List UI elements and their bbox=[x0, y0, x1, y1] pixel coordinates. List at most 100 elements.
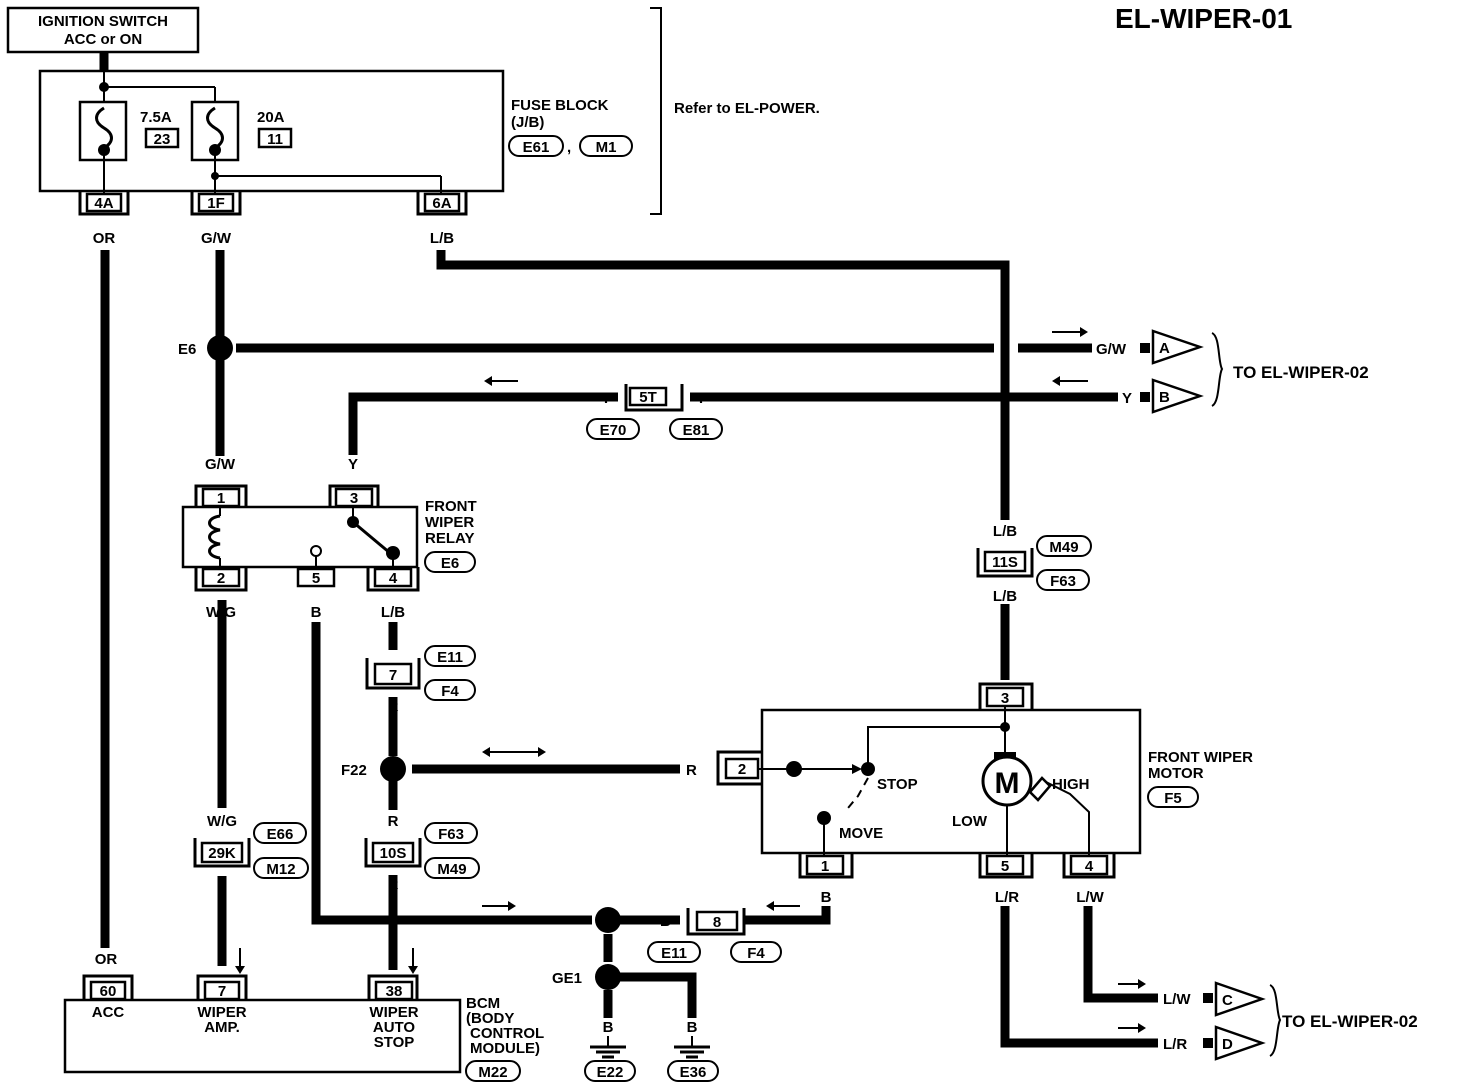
wire-b-e36: B bbox=[687, 1019, 698, 1036]
to-el-wiper-02-bottom: TO EL-WIPER-02 bbox=[1282, 1012, 1418, 1031]
wire-y-relay: Y bbox=[348, 456, 358, 473]
conn-f4: F4 bbox=[441, 683, 459, 700]
relay-pin-2: 2 bbox=[217, 570, 225, 587]
output-connectors-bottom: L/W C L/R D TO EL-WIPER-02 bbox=[1118, 979, 1418, 1061]
wire-r-f22: R bbox=[388, 813, 399, 830]
motor-label-1: FRONT WIPER bbox=[1148, 749, 1253, 766]
connector-29k-label: 29K bbox=[208, 845, 236, 862]
output-c: C bbox=[1222, 992, 1233, 1009]
relay-pin-1: 1 bbox=[217, 490, 225, 507]
ground-e22-label: E22 bbox=[597, 1064, 624, 1081]
relay-label-3: RELAY bbox=[425, 530, 474, 547]
bcm-label-1: BCM bbox=[466, 995, 500, 1012]
wire-lw-out: L/W bbox=[1163, 991, 1191, 1008]
ignition-switch: IGNITION SWITCH ACC or ON bbox=[6, 6, 200, 54]
bcm-acc: ACC bbox=[92, 1004, 125, 1021]
wire-lb-m49-bottom: L/B bbox=[993, 588, 1017, 605]
conn-m49-mid: M49 bbox=[437, 861, 466, 878]
conn-f63: F63 bbox=[1050, 573, 1076, 590]
motor-stop: STOP bbox=[877, 776, 918, 793]
motor-pin-5: 5 bbox=[1001, 858, 1009, 875]
wires bbox=[100, 250, 1158, 1048]
bcm-auto-stop-3: STOP bbox=[374, 1034, 415, 1051]
fuse-11-number: 11 bbox=[267, 131, 283, 148]
motor-pin-4: 4 bbox=[1085, 858, 1094, 875]
fuse-block-label-2: (J/B) bbox=[511, 114, 544, 131]
wire-lr-out: L/R bbox=[1163, 1036, 1187, 1053]
front-wiper-motor: 3 2 1 5 4 STOP MOVE M LOW HIG bbox=[716, 682, 1253, 879]
conn-f4-low: F4 bbox=[747, 945, 765, 962]
output-connectors-top: G/W A Y B TO EL-WIPER-02 bbox=[1052, 327, 1369, 414]
wire-b-relay: B bbox=[311, 604, 322, 621]
wire-gw-top: G/W bbox=[201, 230, 232, 247]
ignition-label-1: IGNITION SWITCH bbox=[38, 13, 168, 30]
fuse-block-terminals: 4A 1F 6A bbox=[78, 192, 468, 216]
wire-r-e11: R bbox=[388, 698, 399, 715]
wire-b-e22: B bbox=[603, 1019, 614, 1036]
bcm-label-2: (BODY bbox=[466, 1010, 514, 1027]
ignition-label-2: ACC or ON bbox=[64, 31, 142, 48]
wire-wg-29k: W/G bbox=[207, 813, 237, 830]
wire-lb-m49-top: L/B bbox=[993, 523, 1017, 540]
output-a: A bbox=[1159, 340, 1170, 357]
connector-10s-label: 10S bbox=[380, 845, 407, 862]
conn-m12: M12 bbox=[266, 861, 295, 878]
relay-pin-4: 4 bbox=[389, 570, 398, 587]
wire-y-right: Y bbox=[696, 390, 706, 407]
wire-b-8: B bbox=[660, 913, 671, 930]
wire-y-left: Y bbox=[601, 390, 611, 407]
relay-label-1: FRONT bbox=[425, 498, 477, 515]
connector-8: B 8 E11 F4 bbox=[647, 901, 800, 963]
conn-f63-mid: F63 bbox=[438, 826, 464, 843]
bcm-label-3: CONTROL bbox=[470, 1025, 544, 1042]
bcm-wiper-amp-2: AMP. bbox=[204, 1019, 240, 1036]
wire-lw-motor: L/W bbox=[1076, 889, 1104, 906]
diagram-title: EL-WIPER-01 bbox=[1115, 3, 1292, 34]
connector-29k: W/G 29K E66 M12 P bbox=[193, 813, 309, 893]
relay-conn-e6: E6 bbox=[441, 555, 459, 572]
motor-conn-f5: F5 bbox=[1164, 790, 1182, 807]
splice-ge1: GE1 bbox=[552, 970, 582, 987]
wire-gw-relay: G/W bbox=[205, 456, 236, 473]
fuse-23-rating: 7.5A bbox=[140, 109, 172, 126]
wire-lb-top: L/B bbox=[430, 230, 454, 247]
relay-label-2: WIPER bbox=[425, 514, 474, 531]
conn-m49: M49 bbox=[1049, 539, 1078, 556]
splice-f22: F22 bbox=[341, 762, 367, 779]
conn-e70: E70 bbox=[600, 422, 627, 439]
bcm-pin-60: 60 bbox=[100, 983, 117, 1000]
conn-e81: E81 bbox=[683, 422, 710, 439]
motor-m: M bbox=[995, 767, 1020, 800]
fuse-block: 7.5A 23 20A 11 FUSE BLOCK (J/B) E61 , M1… bbox=[38, 7, 820, 215]
wire-gw-out: G/W bbox=[1096, 341, 1127, 358]
motor-pin-2: 2 bbox=[738, 761, 746, 778]
wire-b-motor: B bbox=[821, 889, 832, 906]
connector-10s: R 10S F63 M49 R bbox=[364, 813, 480, 893]
bcm-pin-38: 38 bbox=[386, 983, 403, 1000]
bcm-label-4: MODULE) bbox=[470, 1040, 540, 1057]
output-d: D bbox=[1222, 1036, 1233, 1053]
bcm-auto-stop-2: AUTO bbox=[373, 1019, 416, 1036]
motor-high: HIGH bbox=[1052, 776, 1090, 793]
connector-5t: Y 5T Y E70 E81 bbox=[484, 376, 723, 440]
relay-pin-3: 3 bbox=[350, 490, 358, 507]
motor-move: MOVE bbox=[839, 825, 883, 842]
front-wiper-relay: G/W Y 1 3 2 5 4 FRONT WIPER RELAY bbox=[181, 456, 477, 592]
wire-or-top: OR bbox=[93, 230, 116, 247]
wire-lr-motor: L/R bbox=[995, 889, 1019, 906]
fuse-block-conn-e61: E61 bbox=[523, 139, 550, 156]
wire-r-10s: R bbox=[388, 876, 399, 893]
bcm-pin-7: 7 bbox=[218, 983, 226, 1000]
motor-pin-1: 1 bbox=[821, 858, 829, 875]
connector-7-label: 7 bbox=[389, 667, 397, 684]
ground-e36-label: E36 bbox=[680, 1064, 707, 1081]
ground-e36: B E36 bbox=[667, 1019, 719, 1082]
bcm-auto-stop-1: WIPER bbox=[369, 1004, 418, 1021]
bcm: OR 60 7 38 ACC WIPER AMP. WIPER AUTO STO… bbox=[63, 948, 544, 1082]
connector-8-label: 8 bbox=[713, 914, 721, 931]
wire-r-f22-right: R bbox=[686, 762, 697, 779]
bcm-conn-m22: M22 bbox=[478, 1064, 507, 1081]
fuse-block-label-1: FUSE BLOCK bbox=[511, 97, 609, 114]
terminal-1f: 1F bbox=[207, 195, 225, 212]
